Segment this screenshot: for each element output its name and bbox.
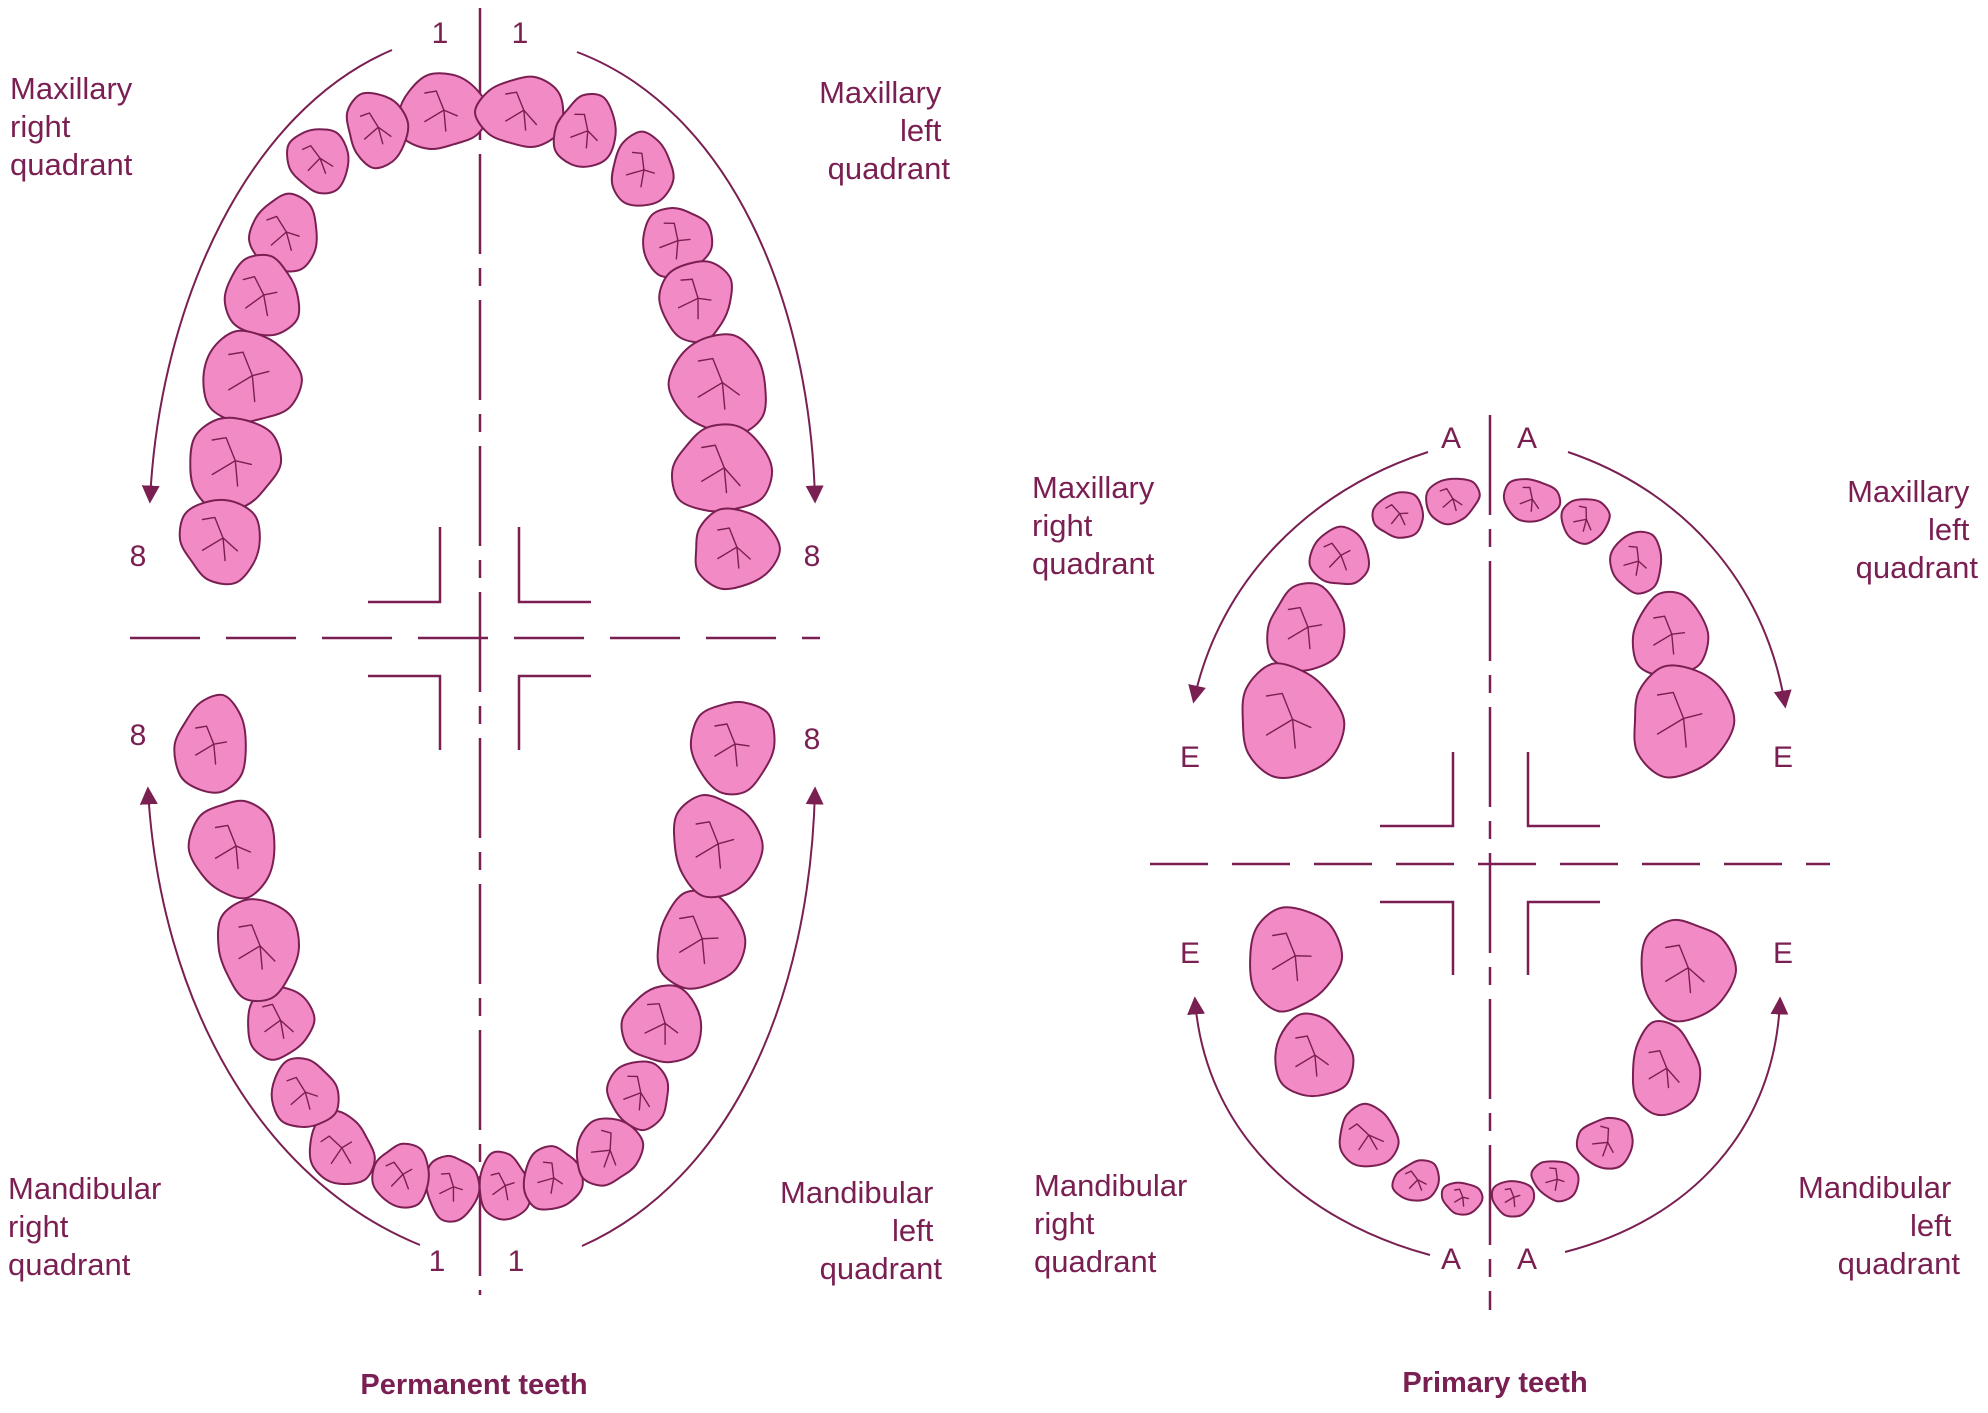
perm-tooth-lower-right-7 <box>187 799 276 900</box>
perm-tooth-lower-right-1 <box>425 1154 481 1223</box>
perm-tooth-lower-left-2 <box>522 1145 584 1211</box>
prim-tooth-upper-left-1 <box>1502 478 1562 523</box>
perm-tooth-upper-right-2 <box>345 91 410 170</box>
prim-tooth-upper-right-2 <box>1371 491 1425 539</box>
permanent-direction-arrows <box>139 49 824 1247</box>
perm-tooth-lower-left-7 <box>672 793 764 899</box>
perm-man-left-label: Mandibular left quadrant <box>780 1175 942 1286</box>
prim-top-right-letter: A <box>1517 422 1537 455</box>
prim-tooth-lower-left-5 <box>1640 918 1738 1023</box>
prim-tooth-lower-right-2 <box>1391 1159 1440 1202</box>
perm-tooth-upper-left-3 <box>610 130 675 207</box>
prim-man-right-label: Mandibular right quadrant <box>1034 1168 1196 1279</box>
perm-tooth-upper-right-6 <box>202 329 303 424</box>
perm-bottom-left-num: 1 <box>429 1245 446 1278</box>
permanent-caption: Permanent teeth <box>360 1369 587 1401</box>
perm-lower-left-end: 8 <box>130 719 147 752</box>
perm-upper-left-end: 8 <box>130 540 147 573</box>
primary-direction-arrows <box>1187 451 1792 1256</box>
prim-man-left-label: Mandibular left quadrant <box>1798 1170 1960 1281</box>
arrow-prim-man-right <box>1187 996 1431 1256</box>
prim-tooth-lower-right-1 <box>1440 1181 1484 1216</box>
perm-max-left-label: Maxillary left quadrant <box>819 75 950 186</box>
prim-tooth-upper-left-2 <box>1560 498 1611 545</box>
prim-tooth-upper-right-3 <box>1308 525 1370 586</box>
prim-tooth-lower-left-1 <box>1490 1180 1536 1218</box>
perm-bottom-right-num: 1 <box>508 1245 525 1278</box>
arrow-prim-max-right <box>1188 451 1429 704</box>
perm-tooth-lower-right-4 <box>270 1057 340 1128</box>
perm-tooth-upper-right-8 <box>178 498 261 586</box>
prim-bottom-right-letter: A <box>1517 1243 1537 1276</box>
perm-tooth-lower-right-5 <box>247 985 316 1061</box>
perm-tooth-lower-right-8 <box>173 693 247 794</box>
prim-tooth-lower-right-5 <box>1249 906 1344 1013</box>
arrow-max-right <box>141 49 393 504</box>
perm-max-right-label: Maxillary right quadrant <box>10 71 141 182</box>
perm-top-left-num: 1 <box>432 17 449 50</box>
perm-tooth-lower-right-3 <box>308 1110 376 1186</box>
perm-tooth-lower-left-6 <box>656 889 747 990</box>
prim-upper-right-end: E <box>1773 741 1793 774</box>
perm-tooth-lower-right-2 <box>371 1142 430 1209</box>
perm-tooth-upper-right-3 <box>286 128 350 195</box>
primary-quadrant-brackets <box>1380 752 1600 975</box>
permanent-quadrant-brackets <box>368 527 591 750</box>
prim-lower-right-end: E <box>1773 937 1793 970</box>
perm-lower-right-end: 8 <box>804 723 821 756</box>
arrow-prim-man-left <box>1564 996 1789 1253</box>
arrow-prim-max-left <box>1567 451 1792 709</box>
permanent-teeth-chart: 1 1 1 1 8 8 8 8 Maxillary right quadrant… <box>8 8 950 1401</box>
perm-man-right-label: Mandibular right quadrant <box>8 1171 170 1282</box>
prim-tooth-upper-right-1 <box>1425 477 1481 526</box>
perm-tooth-lower-right-6 <box>216 898 300 1003</box>
prim-max-left-label: Maxillary left quadrant <box>1847 474 1978 585</box>
prim-tooth-upper-left-5 <box>1633 664 1736 779</box>
prim-tooth-upper-right-5 <box>1241 662 1346 779</box>
prim-tooth-lower-left-2 <box>1530 1160 1580 1203</box>
prim-max-right-label: Maxillary right quadrant <box>1032 470 1163 581</box>
primary-caption: Primary teeth <box>1402 1367 1587 1399</box>
prim-tooth-lower-left-3 <box>1575 1116 1634 1170</box>
perm-tooth-upper-left-8 <box>694 507 781 591</box>
primary-teeth-group <box>1241 477 1738 1218</box>
perm-tooth-upper-right-7 <box>189 416 283 514</box>
prim-tooth-lower-right-3 <box>1338 1102 1400 1168</box>
arrow-max-left <box>576 51 824 504</box>
prim-upper-left-end: E <box>1180 741 1200 774</box>
perm-tooth-upper-left-1 <box>473 75 565 148</box>
prim-tooth-upper-left-3 <box>1609 530 1663 595</box>
perm-tooth-lower-left-3 <box>575 1117 645 1187</box>
arrow-man-right <box>139 786 421 1246</box>
permanent-teeth-group <box>173 72 781 1223</box>
perm-tooth-lower-left-1 <box>478 1150 532 1221</box>
prim-tooth-upper-right-4 <box>1266 582 1346 672</box>
prim-tooth-upper-left-4 <box>1631 590 1710 678</box>
prim-top-left-letter: A <box>1441 422 1461 455</box>
perm-tooth-upper-right-4 <box>248 192 318 273</box>
prim-tooth-lower-left-4 <box>1631 1020 1702 1117</box>
perm-tooth-upper-left-6 <box>667 333 767 438</box>
prim-bottom-left-letter: A <box>1441 1243 1461 1276</box>
prim-lower-left-end: E <box>1180 937 1200 970</box>
perm-tooth-upper-right-5 <box>223 253 301 337</box>
perm-top-right-num: 1 <box>512 17 529 50</box>
perm-tooth-upper-left-7 <box>671 423 774 513</box>
primary-teeth-chart: A A A A E E E E Maxillary right quadrant… <box>1032 415 1978 1399</box>
arrow-man-left <box>581 786 824 1247</box>
prim-tooth-lower-right-4 <box>1274 1012 1355 1098</box>
perm-tooth-lower-left-4 <box>606 1060 670 1132</box>
perm-tooth-lower-left-8 <box>689 700 776 796</box>
perm-tooth-upper-left-2 <box>552 93 617 168</box>
perm-upper-right-end: 8 <box>804 540 821 573</box>
perm-tooth-lower-left-5 <box>620 984 703 1064</box>
